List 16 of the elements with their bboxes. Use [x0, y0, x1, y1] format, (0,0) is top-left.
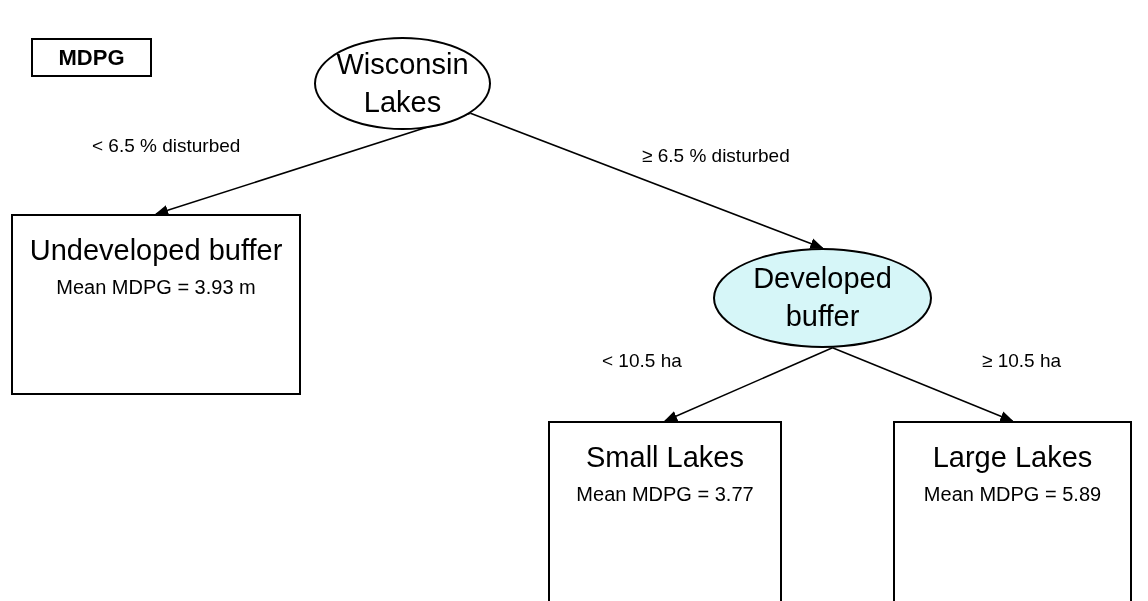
node-title: Wisconsin Lakes — [335, 46, 470, 120]
node-title: Undeveloped buffer — [28, 233, 284, 268]
node-value: Mean MDPG = 3.93 m — [55, 274, 257, 300]
leaf-box — [11, 214, 301, 395]
arrow — [663, 347, 834, 422]
node-title: Small Lakes — [585, 440, 745, 475]
leaf-box — [893, 421, 1132, 601]
arrow — [831, 347, 1014, 422]
node-value: Mean MDPG = 3.77 — [575, 481, 755, 507]
leaf-box — [548, 421, 782, 601]
node-title: MDPG — [58, 44, 125, 72]
title-box — [31, 38, 152, 77]
arrow — [469, 112, 824, 249]
node-title: Large Lakes — [931, 440, 1094, 475]
node-value: Mean MDPG = 5.89 — [922, 481, 1103, 507]
node-title: Developed buffer — [752, 261, 893, 334]
